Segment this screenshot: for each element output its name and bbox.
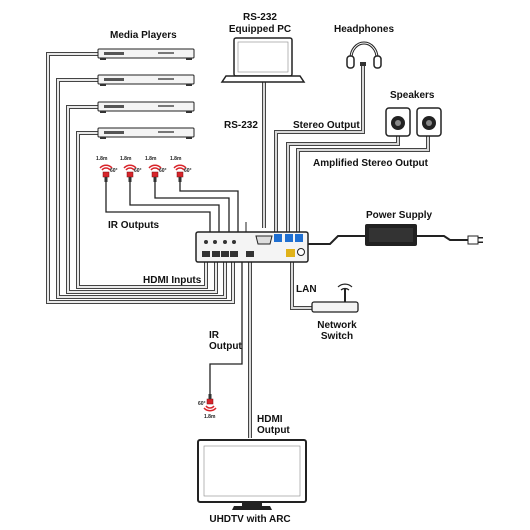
ir-emitter-angle-tag: 60°	[110, 168, 118, 174]
media-players-label: Media Players	[110, 30, 177, 41]
media-players	[97, 48, 195, 140]
lan-label: LAN	[296, 284, 317, 295]
media-player-icon	[97, 127, 195, 140]
ir-output-cable	[209, 262, 243, 396]
ir-output-label-line1: IR	[209, 330, 219, 341]
headphones-icon	[346, 41, 382, 69]
ir-output-label-line2: Output	[209, 341, 242, 352]
ir-emitter-length-tag: 1.8m	[145, 156, 157, 162]
tv-icon	[197, 439, 307, 510]
headphones-label: Headphones	[334, 24, 395, 35]
amplified-stereo-output-label: Amplified Stereo Output	[313, 158, 428, 169]
lan-cable	[290, 262, 312, 310]
ir-outputs-label: IR Outputs	[108, 220, 160, 231]
speaker-icon	[416, 107, 442, 137]
ir-emitter-angle-tag: 60°	[184, 168, 192, 174]
media-player-icon	[97, 101, 195, 114]
speakers	[385, 107, 442, 137]
hdmi-output-label-line2: Output	[257, 425, 290, 436]
speaker-icon	[385, 107, 411, 137]
uhdtv-label: UHDTV with ARC	[209, 514, 291, 525]
media-player-icon	[97, 48, 195, 61]
amplified-output-cables	[286, 136, 430, 232]
hdmi-inputs-label: HDMI Inputs	[143, 275, 202, 286]
rs232-pc-label-line2: Equipped PC	[228, 24, 292, 35]
ir-emitter-length-tag: 1.8m	[170, 156, 182, 162]
ir-emitter-length-tag: 1.8m	[204, 414, 216, 420]
hdmi-input-cables	[46, 52, 235, 304]
rs232-label: RS-232	[224, 120, 258, 131]
power-supply-label: Power Supply	[366, 210, 433, 221]
ir-emitter-angle-tag: 60°	[198, 401, 206, 407]
media-player-icon	[97, 74, 195, 87]
ir-emitter-length-tag: 1.8m	[120, 156, 132, 162]
stereo-output-cable	[274, 66, 365, 232]
rs232-pc-label-line1: RS-232	[243, 12, 277, 23]
ir-emitter-angle-tag: 60°	[134, 168, 142, 174]
power-adapter-icon	[365, 224, 483, 246]
network-switch-label-line1: Network	[317, 320, 357, 331]
speakers-label: Speakers	[390, 90, 435, 101]
stereo-output-label: Stereo Output	[293, 120, 360, 131]
ir-emitter-length-tag: 1.8m	[96, 156, 108, 162]
ir-output-cables	[105, 180, 239, 237]
laptop-icon	[220, 37, 306, 83]
ir-emitter-icon	[203, 393, 217, 412]
ir-emitter-angle-tag: 60°	[159, 168, 167, 174]
power-cable	[308, 235, 468, 245]
network-switch-label-line2: Switch	[320, 331, 354, 342]
router-icon	[311, 283, 359, 313]
switcher-device-icon	[195, 231, 309, 263]
hdmi-output-label-line1: HDMI	[257, 414, 283, 425]
